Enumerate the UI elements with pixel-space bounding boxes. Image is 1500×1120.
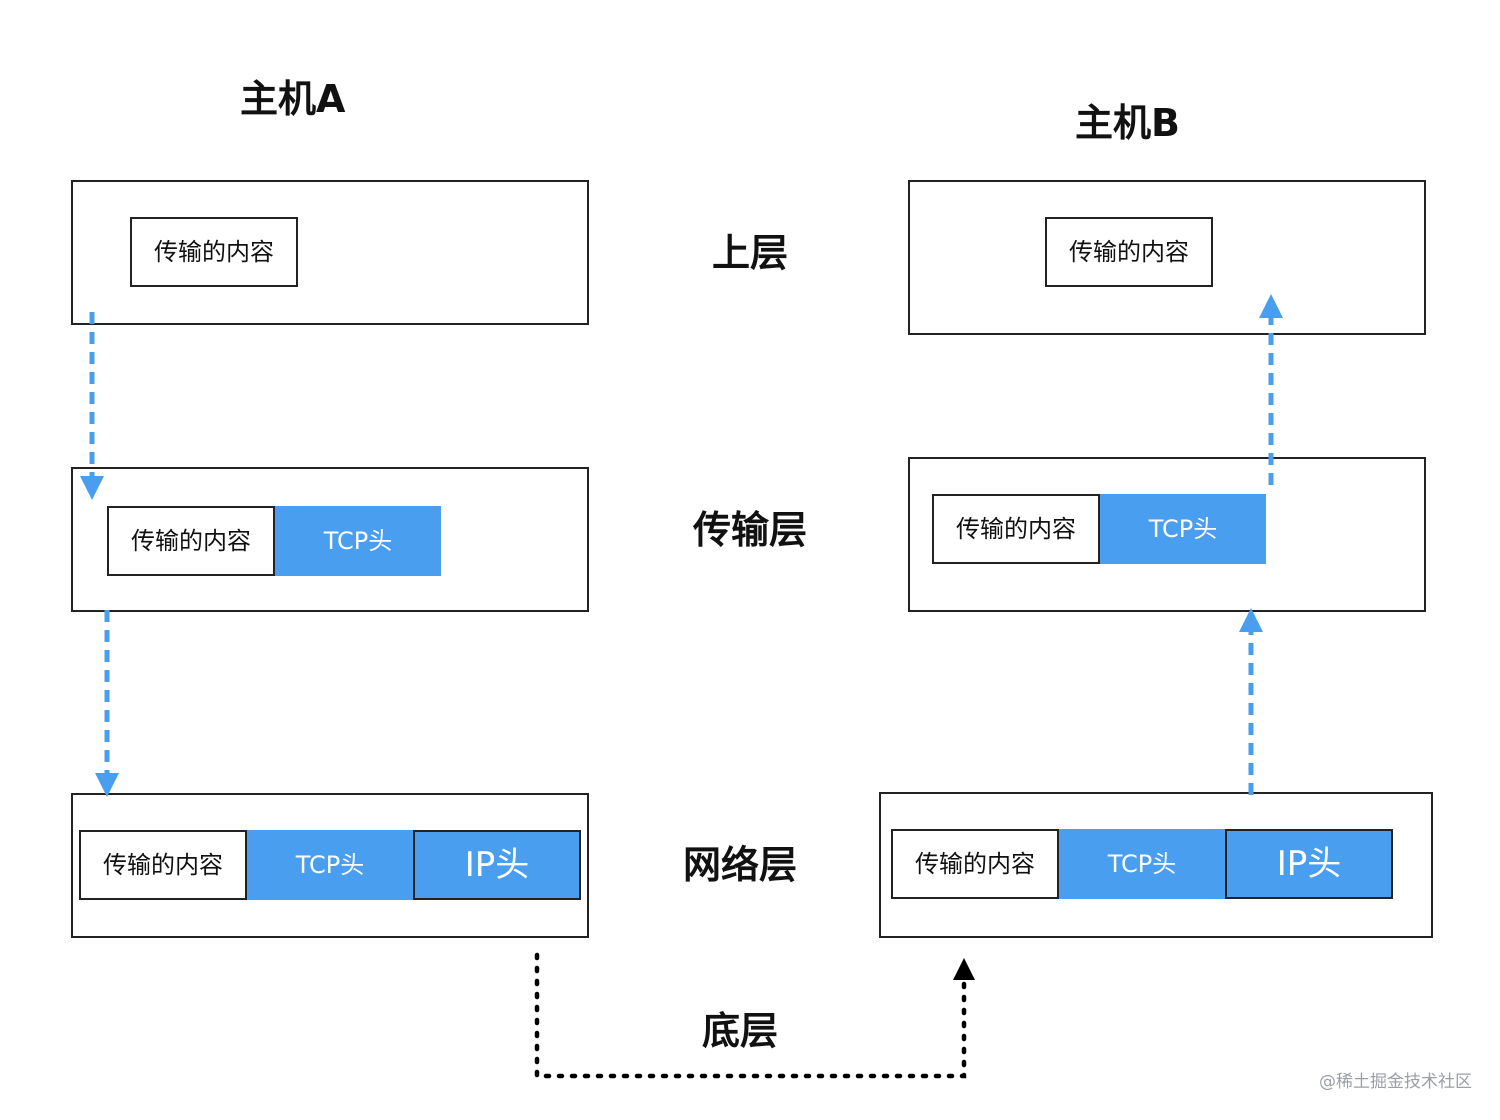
ip-header-segment: IP头 [1225, 829, 1393, 899]
content-segment: 传输的内容 [932, 494, 1100, 564]
tcp-header-segment: TCP头 [1100, 494, 1266, 564]
host-b-upper-layer-box: 传输的内容 [908, 180, 1426, 335]
ip-header-segment: IP头 [413, 830, 581, 900]
tcp-header-segment: TCP头 [1059, 829, 1225, 899]
host-a-network-packet: 传输的内容 TCP头 IP头 [79, 830, 581, 900]
host-a-title: 主机A [240, 77, 346, 121]
arrow-b-transport-to-upper [1259, 294, 1283, 485]
host-b-upper-content: 传输的内容 [1045, 217, 1213, 287]
host-b-transport-layer-box: 传输的内容 TCP头 [908, 457, 1426, 612]
host-b-network-packet: 传输的内容 TCP头 IP头 [891, 829, 1393, 899]
arrow-b-network-to-transport [1239, 608, 1263, 795]
content-segment: 传输的内容 [79, 830, 247, 900]
arrow-bottom-layer-path [534, 952, 975, 1079]
arrow-a-upper-to-transport [80, 312, 104, 500]
watermark: @稀土掘金技术社区 [1319, 1072, 1472, 1092]
layer-label-transport: 传输层 [692, 508, 807, 552]
host-a-upper-content: 传输的内容 [130, 217, 298, 287]
arrow-a-transport-to-network [95, 610, 119, 797]
layer-label-bottom: 底层 [701, 1009, 778, 1053]
layer-label-upper: 上层 [711, 231, 788, 275]
host-b-title: 主机B [1075, 101, 1180, 145]
host-b-network-layer-box: 传输的内容 TCP头 IP头 [879, 792, 1433, 938]
host-a-network-layer-box: 传输的内容 TCP头 IP头 [71, 793, 589, 938]
content-segment: 传输的内容 [107, 506, 275, 576]
tcp-header-segment: TCP头 [275, 506, 441, 576]
host-a-upper-layer-box: 传输的内容 [71, 180, 589, 325]
layer-label-network: 网络层 [682, 843, 797, 887]
content-segment: 传输的内容 [891, 829, 1059, 899]
tcp-header-segment: TCP头 [247, 830, 413, 900]
host-a-transport-layer-box: 传输的内容 TCP头 [71, 467, 589, 612]
host-a-transport-packet: 传输的内容 TCP头 [107, 506, 441, 576]
host-b-transport-packet: 传输的内容 TCP头 [932, 494, 1266, 564]
